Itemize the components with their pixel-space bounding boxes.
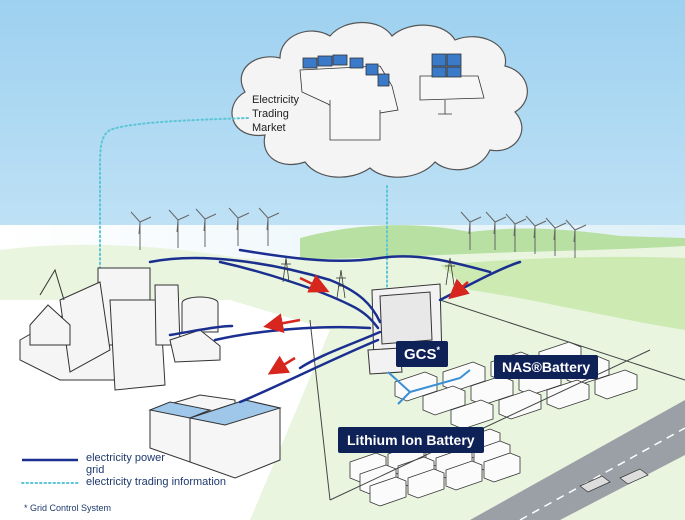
cloud-label-line: Market [252,122,286,134]
legend-power-grid: electricity power grid [20,452,260,476]
legend-trading-info-text: electricity trading information [86,476,227,488]
apartment-buildings [148,394,282,479]
wind-turbine-icon [168,209,190,248]
wind-turbine-icon [505,213,527,252]
power-station [19,267,221,391]
wind-turbine-icon [485,211,507,250]
wind-turbine-icon [545,217,567,256]
li-battery-unit [483,452,521,483]
li-battery-unit [407,468,445,499]
car [579,475,611,493]
lithium-ion-battery-tag: Lithium Ion Battery [338,427,484,453]
legend-trading-info: electricity trading information [20,476,260,490]
wind-turbine-icon [228,207,250,246]
nas-battery-unit [594,369,638,400]
gcs-tag: GCS* [396,341,449,367]
gcs-footnote-marker: * [436,345,441,355]
li-battery-unit [369,476,407,507]
wind-turbine-icon [460,211,482,250]
trading-market-cloud [231,22,528,178]
legend-power-line-swatch [22,458,78,462]
nas-battery-unit [450,399,494,430]
legend-power-grid-text: electricity power grid [86,452,165,476]
legend-info-line-swatch [21,482,79,484]
road [470,400,685,520]
red-arrow-icon [263,274,470,375]
car [619,468,649,485]
wind-turbine-icon [195,208,217,247]
legend-text-line: grid [86,464,105,476]
cloud-label-line: Trading [252,108,289,120]
green-field [440,256,685,330]
wind-turbine-icon [258,207,280,246]
battery-connections [387,369,471,405]
transmission-pylons [281,257,455,299]
gcs-tag-text: GCS [404,346,437,363]
wind-farm [130,207,587,258]
wind-turbine-icon [565,219,587,258]
wind-turbine-icon [525,215,547,254]
legend-footnote: * Grid Control System [24,503,112,513]
wind-turbine-icon [130,211,152,250]
nas-battery-unit [546,379,590,410]
legend-text-line: electricity power [86,452,165,464]
nas-battery-tag: NAS®Battery [494,355,599,379]
nas-battery-unit [498,389,542,420]
legend: electricity power grid electricity tradi… [20,452,260,513]
li-battery-unit [445,460,483,491]
cloud-label-line: Electricity [252,94,300,106]
trading-market-label: Electricity Trading Market [252,93,332,135]
